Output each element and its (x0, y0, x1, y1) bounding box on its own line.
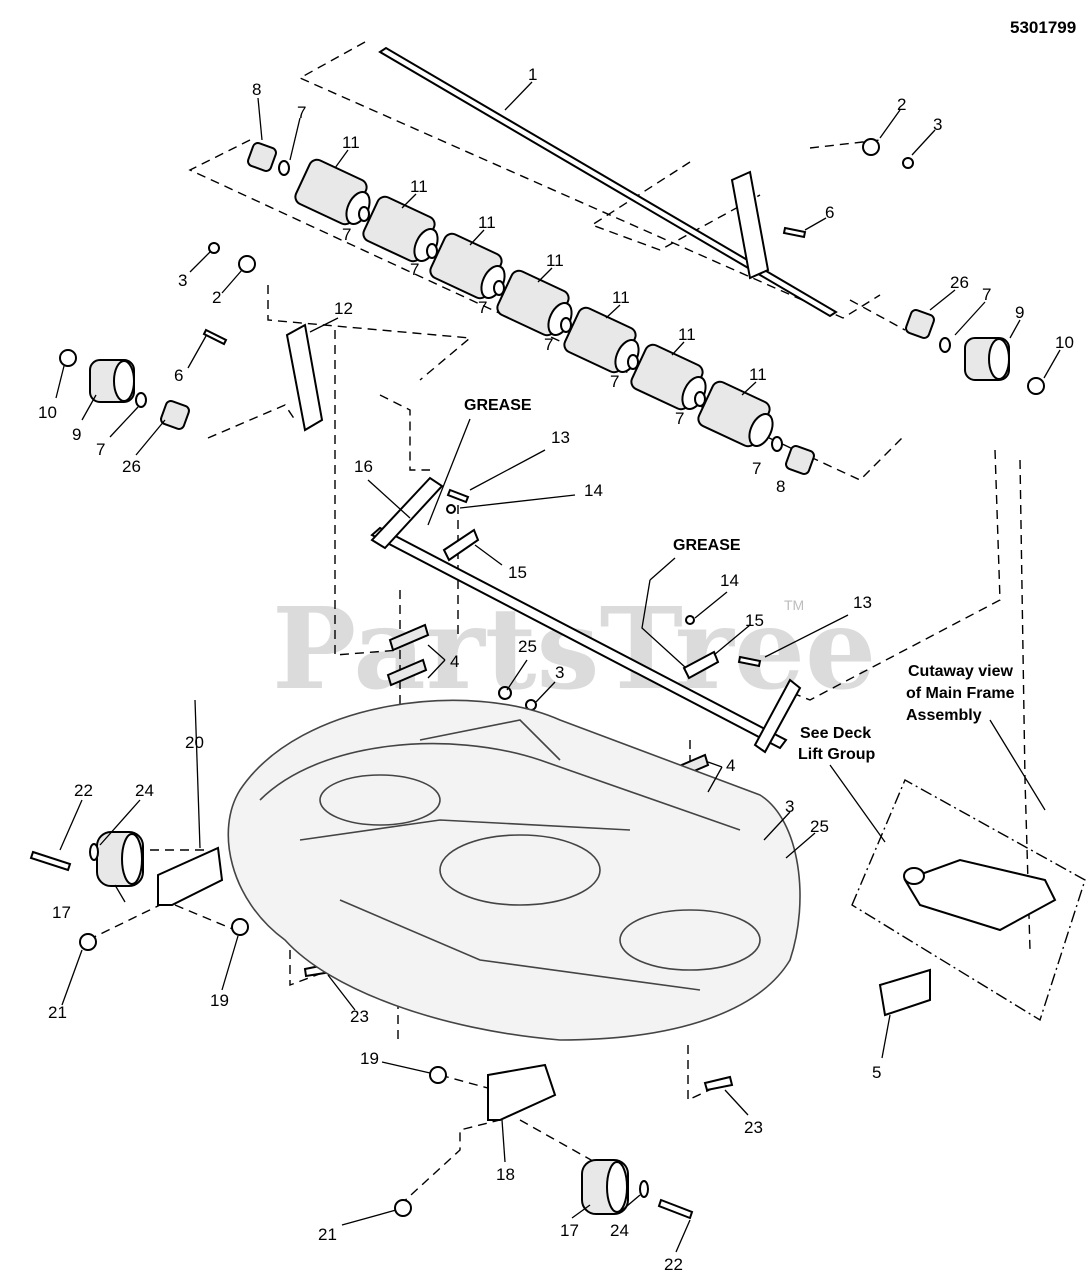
cutaway-note-line1: Cutaway view (908, 663, 1013, 680)
callout-18: 18 (496, 1165, 515, 1184)
roller (563, 306, 640, 374)
cutaway-note-line2: of Main Frame (906, 685, 1015, 702)
callout-15: 15 (745, 611, 764, 630)
caster-wheels (89, 831, 649, 1215)
end-wheels (89, 337, 1010, 403)
callout-11: 11 (410, 177, 428, 196)
roller (630, 343, 707, 411)
callout-2: 2 (897, 95, 906, 114)
callout-11: 11 (678, 325, 696, 344)
callout-7: 7 (342, 225, 351, 244)
mower-deck (227, 699, 801, 1041)
callout-25: 25 (810, 817, 829, 836)
callout-26: 26 (950, 273, 969, 292)
callout-11: 11 (749, 365, 767, 384)
callout-7: 7 (610, 372, 619, 391)
callout-13: 13 (551, 428, 570, 447)
trademark: TM (784, 597, 804, 613)
bolts (29, 226, 807, 1220)
callout-1: 1 (528, 65, 537, 84)
callout-10: 10 (1055, 333, 1074, 352)
callout-22: 22 (664, 1255, 683, 1274)
callout-7: 7 (410, 260, 419, 279)
callout-13: 13 (853, 593, 872, 612)
callout-14: 14 (720, 571, 739, 590)
roller (697, 380, 774, 448)
spacers (160, 142, 935, 475)
callout-2: 2 (212, 288, 221, 307)
callout-14: 14 (584, 481, 603, 500)
callout-3: 3 (933, 115, 942, 134)
cutaway-note-line3: Assembly (906, 707, 982, 724)
callout-7: 7 (544, 335, 553, 354)
callout-11: 11 (478, 213, 496, 232)
grease-note-upper: GREASE (464, 397, 532, 414)
pivot-bar (370, 476, 802, 754)
callout-5: 5 (872, 1063, 881, 1082)
document-number: 5301799 (1010, 18, 1076, 37)
main-frame-cutaway (851, 779, 1086, 1022)
grease-brackets (442, 504, 720, 680)
notes: GREASE GREASE See Deck Lift Group Cutawa… (464, 397, 1015, 763)
callouts: 1 2 3 6 8 7 11 11 11 11 11 11 11 7 7 7 7… (38, 65, 1074, 1274)
callout-10: 10 (38, 403, 57, 422)
callout-3: 3 (178, 271, 187, 290)
leader-lines (55, 81, 1061, 1253)
callout-7: 7 (297, 103, 306, 122)
callout-23: 23 (744, 1118, 763, 1137)
roller-washers (135, 160, 951, 452)
callout-7: 7 (96, 440, 105, 459)
callout-12: 12 (334, 299, 353, 318)
grease-note-lower: GREASE (673, 537, 741, 554)
callout-6: 6 (174, 366, 183, 385)
callout-11: 11 (342, 133, 360, 152)
callout-25: 25 (518, 637, 537, 656)
callout-7: 7 (752, 459, 761, 478)
callout-11: 11 (546, 251, 564, 270)
callout-9: 9 (1015, 303, 1024, 322)
rollers (294, 158, 774, 448)
callout-16: 16 (354, 457, 373, 476)
callout-7: 7 (478, 298, 487, 317)
watermark: PartsTree (272, 584, 876, 715)
callout-19: 19 (210, 991, 229, 1010)
callout-20: 20 (185, 733, 204, 752)
lift-links (285, 170, 770, 432)
callout-8: 8 (252, 80, 261, 99)
callout-7: 7 (675, 409, 684, 428)
callout-19: 19 (360, 1049, 379, 1068)
roller (362, 195, 439, 263)
callout-8: 8 (776, 477, 785, 496)
callout-6: 6 (825, 203, 834, 222)
caster-brackets (157, 846, 557, 1121)
callout-22: 22 (74, 781, 93, 800)
see-deck-note-line1: See Deck (800, 725, 871, 742)
callout-21: 21 (48, 1003, 67, 1022)
callout-4: 4 (726, 756, 735, 775)
roller (294, 158, 371, 226)
callout-3: 3 (785, 797, 794, 816)
callout-7: 7 (982, 285, 991, 304)
callout-4: 4 (450, 652, 459, 671)
callout-11: 11 (612, 288, 630, 307)
see-deck-note-line2: Lift Group (798, 746, 876, 763)
callout-24: 24 (135, 781, 154, 800)
callout-17: 17 (560, 1221, 579, 1240)
callout-23: 23 (350, 1007, 369, 1026)
callout-3: 3 (555, 663, 564, 682)
callout-9: 9 (72, 425, 81, 444)
callout-15: 15 (508, 563, 527, 582)
callout-17: 17 (52, 903, 71, 922)
callout-21: 21 (318, 1225, 337, 1244)
callout-24: 24 (610, 1221, 629, 1240)
roller (496, 269, 573, 337)
callout-26: 26 (122, 457, 141, 476)
roller-shaft (378, 46, 838, 318)
